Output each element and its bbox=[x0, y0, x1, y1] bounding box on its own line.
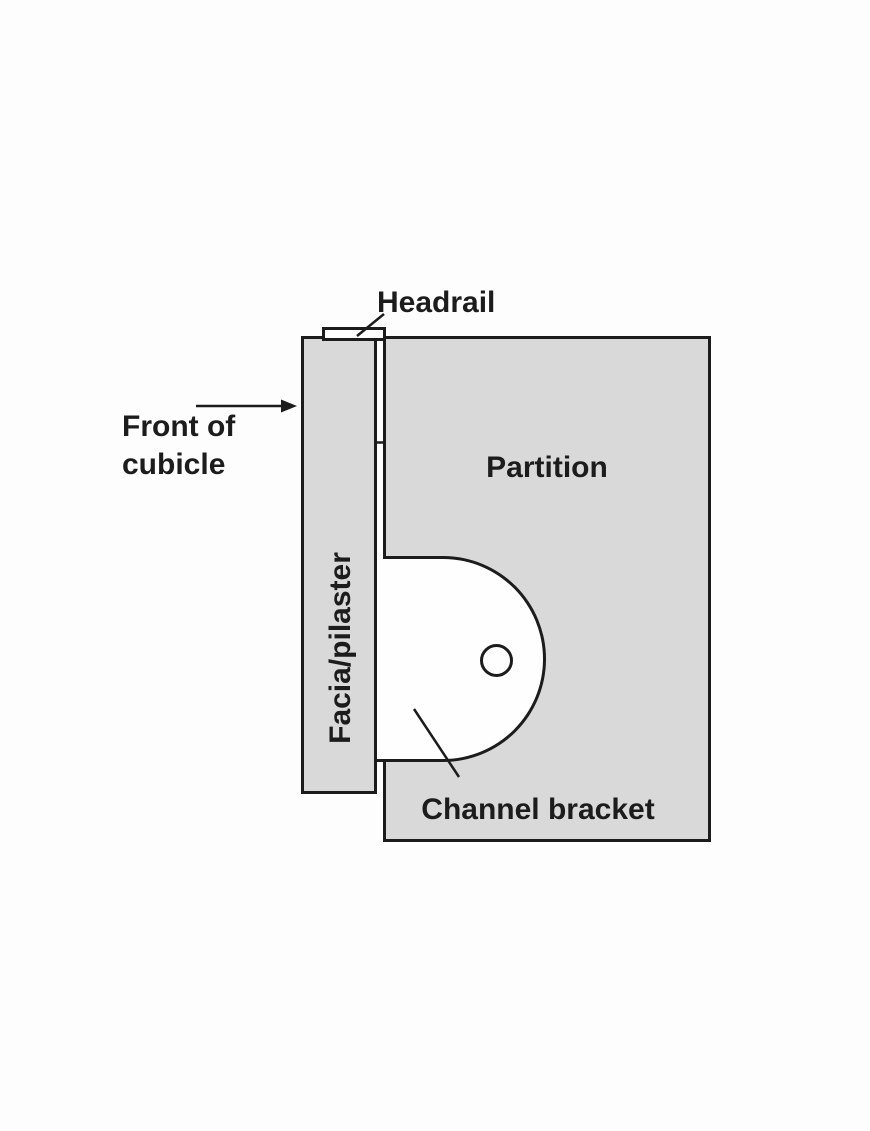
facia-pilaster-label: Facia/pilaster bbox=[324, 552, 357, 744]
headrail-channel-strip bbox=[374, 341, 386, 559]
headrail-leader-line bbox=[356, 313, 385, 337]
channel-bracket-leader-line bbox=[412, 708, 461, 778]
headrail-bar bbox=[322, 327, 386, 341]
front-of-cubicle-label: Front of cubicle bbox=[122, 408, 235, 484]
front-of-cubicle-label-line2: cubicle bbox=[122, 448, 226, 481]
facia-pilaster-panel bbox=[301, 336, 377, 794]
front-of-cubicle-label-line1: Front of bbox=[122, 410, 236, 443]
bracket-fixing-hole bbox=[480, 644, 513, 677]
front-of-cubicle-arrowhead bbox=[281, 399, 297, 413]
channel-bracket-label: Channel bracket bbox=[421, 793, 655, 826]
partition-label: Partition bbox=[486, 451, 608, 484]
headrail-label: Headrail bbox=[377, 286, 496, 319]
